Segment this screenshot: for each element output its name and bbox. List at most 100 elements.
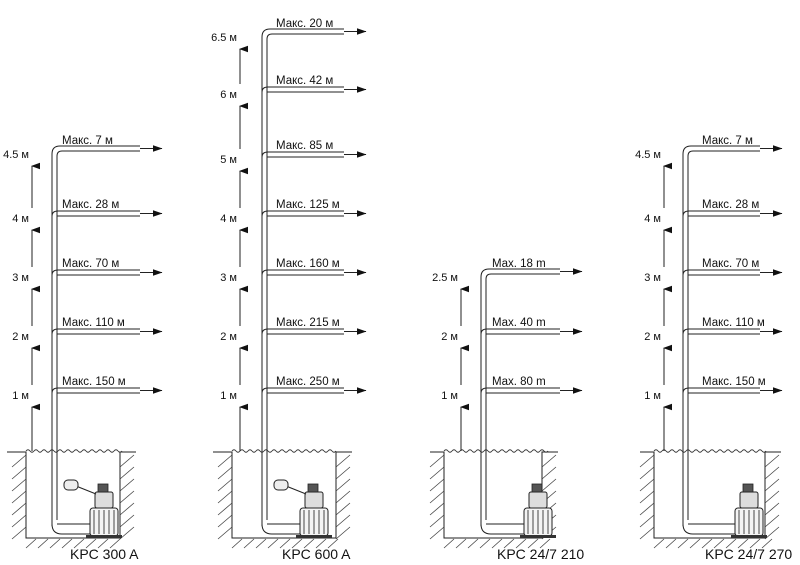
hatch-line: [639, 454, 655, 468]
hatch-line: [541, 478, 557, 492]
flow-label: Макс. 125 м: [276, 199, 340, 211]
hatch-line: [443, 538, 455, 549]
pump-handle: [97, 483, 109, 493]
pit-outline: [213, 451, 352, 539]
flow-label: Макс. 28 м: [62, 199, 119, 211]
hatch-line: [429, 454, 445, 468]
pipe-inner: [485, 273, 560, 520]
branch-pipe: [51, 328, 140, 335]
hatch-line: [429, 490, 445, 504]
hatch-line: [11, 526, 27, 540]
height-label: 4 м: [220, 213, 237, 225]
height-label: 4.5 м: [3, 149, 29, 161]
hatch-line: [725, 538, 737, 549]
pipe-inner: [266, 33, 344, 520]
model-name: KPC 24/7 210: [497, 546, 584, 562]
height-label: 2 м: [644, 331, 661, 343]
hatch-line: [231, 538, 243, 549]
pump-icon: [520, 483, 556, 538]
height-label: 2.5 м: [432, 272, 458, 284]
flow-label: Max. 80 m: [492, 376, 546, 388]
branch-pipe: [261, 210, 344, 217]
hatch-line: [243, 538, 255, 549]
hatch-line: [429, 514, 445, 528]
hatch-line: [639, 526, 655, 540]
hatch-line: [503, 538, 515, 549]
flow-label: Макс. 7 м: [62, 135, 113, 147]
pipe-inner: [56, 150, 140, 520]
flow-label: Макс. 20 м: [276, 18, 333, 30]
branch-pipe: [261, 151, 344, 158]
hatch-line: [73, 538, 85, 549]
pump-base: [296, 535, 332, 538]
pump-motor: [528, 491, 548, 509]
flow-label: Макс. 150 м: [62, 376, 126, 388]
pit: [213, 451, 352, 549]
hatch-line: [429, 478, 445, 492]
hatch-line: [335, 502, 351, 516]
hatch-line: [335, 454, 351, 468]
flow-label: Макс. 160 м: [276, 258, 340, 270]
hatch-line: [49, 538, 61, 549]
hatch-line: [267, 538, 279, 549]
hatch-line: [11, 454, 27, 468]
hatch-line: [764, 514, 780, 528]
flow-label: Макс. 70 м: [702, 258, 759, 270]
flow-label: Макс. 70 м: [62, 258, 119, 270]
level-row: 4.5 м Макс. 7 м: [3, 135, 163, 161]
water-surface: [231, 449, 337, 453]
hatch-line: [11, 466, 27, 480]
hatch-line: [119, 454, 135, 468]
branch-pipe: [682, 210, 760, 217]
riser-pipe: [682, 145, 760, 535]
flow-label: Макс. 7 м: [702, 135, 753, 147]
hatch-line: [689, 538, 701, 549]
hatch-line: [335, 526, 351, 540]
hatch-line: [429, 526, 445, 540]
hatch-line: [217, 466, 233, 480]
pump-icon: [731, 483, 767, 538]
hatch-line: [429, 466, 445, 480]
pipe-outer: [480, 268, 560, 526]
hatch-line: [764, 490, 780, 504]
hatch-line: [639, 490, 655, 504]
height-label: 2 м: [441, 331, 458, 343]
hatch-line: [327, 538, 339, 549]
height-label: 1 м: [220, 390, 237, 402]
pump-motor: [304, 491, 324, 509]
branch-pipe: [261, 328, 344, 335]
pipe-elbow: [682, 523, 736, 535]
hatch-line: [761, 538, 773, 549]
hatch-line: [119, 502, 135, 516]
hatch-line: [217, 514, 233, 528]
hatch-line: [491, 538, 503, 549]
pipe-elbow: [480, 523, 525, 535]
float-cable: [285, 485, 307, 495]
model-name: KPC 300 A: [70, 546, 139, 562]
riser-pipe: [51, 145, 140, 535]
branch-pipe: [261, 86, 344, 93]
pipe-outer: [261, 28, 344, 526]
hatch-line: [217, 454, 233, 468]
pipe-outer: [51, 145, 140, 526]
pipe-outer: [682, 145, 760, 526]
hatch-line: [737, 538, 749, 549]
hatch-line: [61, 538, 73, 549]
branch-pipe: [51, 387, 140, 394]
float-switch: [273, 479, 289, 491]
hatch-line: [119, 490, 135, 504]
pump-base: [731, 535, 767, 538]
flow-label: Max. 40 m: [492, 317, 546, 329]
